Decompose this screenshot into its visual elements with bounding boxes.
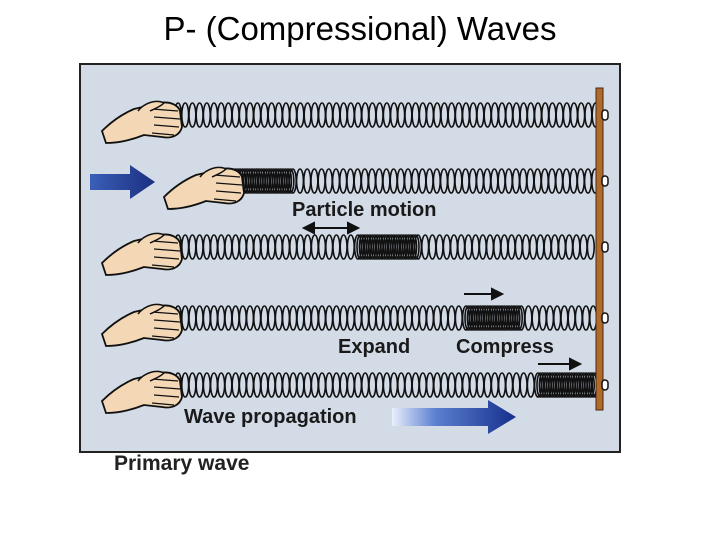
hand-icon — [100, 370, 183, 414]
wall-peg — [601, 312, 609, 324]
spring-row-3 — [173, 234, 595, 260]
compress-label: Compress — [456, 336, 554, 358]
wall-peg — [601, 175, 609, 187]
hand-icon — [162, 166, 245, 210]
wall-peg — [601, 109, 609, 121]
hand-icon — [100, 232, 183, 276]
wave-propagation-label: Wave propagation — [184, 406, 357, 428]
slide-title: P- (Compressional) Waves — [163, 10, 557, 47]
wall-peg — [601, 241, 609, 253]
spring-row-2 — [223, 168, 600, 194]
hands — [100, 100, 245, 414]
hand-icon — [100, 303, 183, 347]
expand-label: Expand — [338, 336, 410, 358]
particle-motion-double-arrow-icon — [301, 221, 361, 235]
spring-row-5 — [173, 372, 600, 398]
wave-propagation-arrow-icon — [392, 400, 516, 434]
figure-caption: Primary wave — [114, 452, 250, 475]
spring-row-1 — [173, 102, 600, 128]
push-arrow-icon — [90, 165, 155, 199]
wall-peg — [601, 379, 609, 391]
compress-arrow-icon — [464, 287, 505, 301]
particle-motion-label: Particle motion — [292, 199, 436, 221]
hand-icon — [100, 100, 183, 144]
row5-arrow-icon — [538, 357, 583, 371]
wall-pegs — [601, 109, 609, 391]
